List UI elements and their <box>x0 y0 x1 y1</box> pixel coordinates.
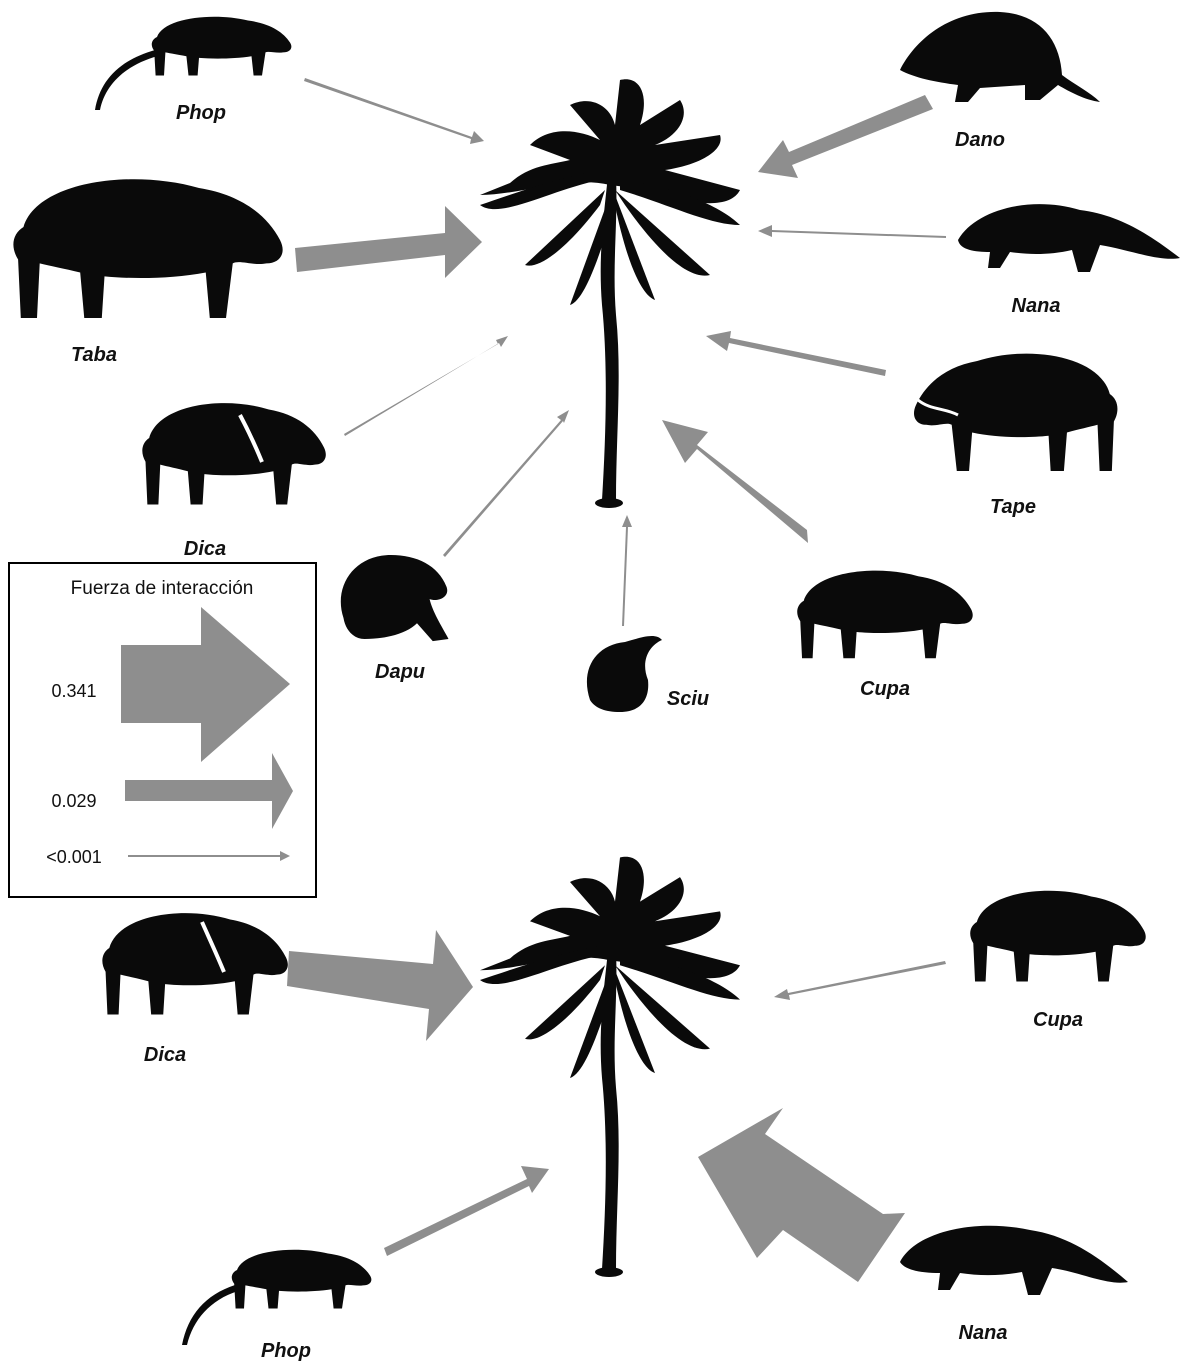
arrow-phop-top <box>304 78 484 144</box>
animal-sciu-top: Sciu <box>587 636 709 712</box>
arrow-cupa-bottom <box>774 961 946 1000</box>
label-phop-bottom: Phop <box>261 1340 311 1362</box>
animal-tape-top: Tape <box>914 354 1117 518</box>
label-cupa-top: Cupa <box>860 678 910 700</box>
arrow-phop-bottom <box>384 1166 549 1256</box>
animal-dapu-top: Dapu <box>341 555 449 683</box>
label-tape-top: Tape <box>990 496 1036 518</box>
label-dica-top: Dica <box>184 538 226 560</box>
network-bottom: Dica Cupa Phop Nana <box>102 857 1145 1362</box>
label-phop-top: Phop <box>176 102 226 124</box>
legend-title: Fuerza de interacción <box>71 578 254 599</box>
animal-nana-bottom: Nana <box>900 1226 1128 1344</box>
arrow-nana-top <box>758 225 946 238</box>
legend-value-strong: 0.341 <box>51 681 96 701</box>
animal-dica-top: Dica <box>142 403 325 560</box>
label-nana-top: Nana <box>1012 295 1061 317</box>
label-dica-bottom: Dica <box>144 1044 186 1066</box>
legend-value-medium: 0.029 <box>51 791 96 811</box>
legend: Fuerza de interacción 0.341 0.029 <0.001 <box>9 563 316 897</box>
arrow-dica-top <box>344 336 508 436</box>
label-taba-top: Taba <box>71 344 117 366</box>
animal-phop-bottom: Phop <box>182 1250 371 1362</box>
animal-phop-top: Phop <box>95 17 291 124</box>
arrow-sciu-top <box>622 515 632 626</box>
arrow-cupa-top <box>662 420 808 543</box>
arrow-dano-top <box>758 95 933 178</box>
palm-tree-top <box>480 79 740 508</box>
animal-cupa-top: Cupa <box>797 571 973 700</box>
arrow-dapu-top <box>443 410 569 557</box>
animal-cupa-bottom: Cupa <box>970 891 1146 1031</box>
label-dano-top: Dano <box>955 129 1005 151</box>
arrow-dica-bottom <box>287 930 473 1041</box>
arrow-taba-top <box>295 206 482 278</box>
animal-nana-top: Nana <box>958 204 1180 317</box>
arrow-nana-bottom <box>698 1108 905 1282</box>
palm-tree-bottom <box>480 857 740 1277</box>
animal-dica-bottom: Dica <box>102 913 287 1066</box>
label-nana-bottom: Nana <box>959 1322 1008 1344</box>
animal-dano-top: Dano <box>900 12 1100 151</box>
animal-taba-top: Taba <box>13 179 282 366</box>
legend-value-weak: <0.001 <box>46 847 102 867</box>
label-cupa-bottom: Cupa <box>1033 1009 1083 1031</box>
label-dapu-top: Dapu <box>375 661 425 683</box>
arrow-tape-top <box>706 331 886 376</box>
label-sciu-top: Sciu <box>667 688 709 710</box>
